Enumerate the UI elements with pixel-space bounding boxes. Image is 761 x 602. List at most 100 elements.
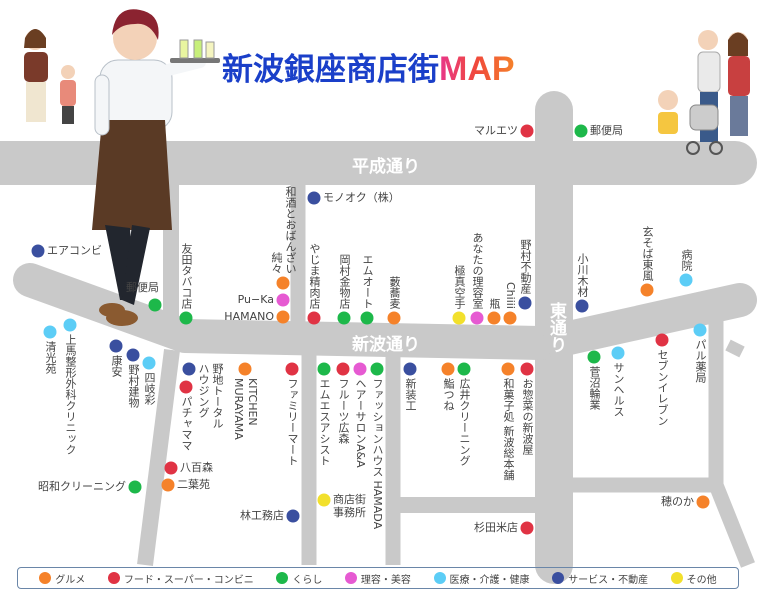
shop-label[interactable]: 郵便局 [126, 281, 159, 294]
shop-label[interactable]: パチャママ [180, 396, 193, 451]
shop-pin-gourmet[interactable] [276, 276, 290, 290]
shop-pin-food[interactable] [520, 521, 534, 535]
shop-pin-service[interactable] [575, 299, 589, 313]
shop-label[interactable]: 穂のか [661, 495, 694, 508]
shop-label[interactable]: 病院 [680, 249, 693, 271]
shop-pin-living[interactable] [337, 311, 351, 325]
shop-label[interactable]: 極真空手 [453, 265, 466, 309]
shop-pin-other[interactable] [317, 493, 331, 507]
shop-label[interactable]: ファミリーマート [286, 378, 299, 466]
shop-pin-living[interactable] [179, 311, 193, 325]
shop-label[interactable]: ヘアーサロンA&A [354, 378, 367, 468]
shop-pin-gourmet[interactable] [501, 362, 515, 376]
shop-pin-service[interactable] [286, 509, 300, 523]
shop-label[interactable]: セブンイレブン [656, 349, 669, 426]
shop-label[interactable]: エムエスアシスト [318, 378, 331, 466]
shop-pin-food[interactable] [336, 362, 350, 376]
shop-label[interactable]: 和酒とおばんざい 純々 [270, 186, 297, 274]
shop-label[interactable]: 上馬整形外科クリニック [64, 334, 77, 455]
shop-pin-living[interactable] [574, 124, 588, 138]
shop-pin-food[interactable] [285, 362, 299, 376]
shop-pin-medical[interactable] [43, 325, 57, 339]
shop-label[interactable]: HAMANO [224, 310, 274, 323]
shop-label[interactable]: マルエツ [474, 124, 518, 137]
shop-pin-gourmet[interactable] [276, 310, 290, 324]
shop-pin-gourmet[interactable] [441, 362, 455, 376]
shop-label[interactable]: Pu−Ka [237, 293, 274, 306]
shop-label[interactable]: 清光苑 [44, 341, 57, 374]
shop-pin-living[interactable] [370, 362, 384, 376]
shop-label[interactable]: エムオート [361, 254, 374, 309]
shop-pin-food[interactable] [179, 380, 193, 394]
shop-label[interactable]: やじま精肉店 [308, 243, 321, 309]
shop-label[interactable]: モノオク（株） [323, 191, 400, 204]
shop-pin-other[interactable] [452, 311, 466, 325]
shop-pin-beauty[interactable] [353, 362, 367, 376]
shop-label[interactable]: 野村建物 [127, 364, 140, 408]
shop-label[interactable]: 岡村金物店 [338, 254, 351, 309]
shop-label[interactable]: サンヘルス [612, 362, 625, 417]
shop-pin-medical[interactable] [611, 346, 625, 360]
shop-label[interactable]: 杉田米店 [474, 521, 518, 534]
shop-pin-medical[interactable] [679, 273, 693, 287]
shop-pin-living[interactable] [587, 350, 601, 364]
shop-pin-gourmet[interactable] [487, 311, 501, 325]
shop-pin-food[interactable] [307, 311, 321, 325]
shop-pin-medical[interactable] [693, 323, 707, 337]
shop-label[interactable]: 小川木材 [576, 253, 589, 297]
shop-pin-gourmet[interactable] [503, 311, 517, 325]
shop-pin-living[interactable] [128, 480, 142, 494]
shop-label[interactable]: 友田タバコ店 [180, 243, 193, 309]
shop-label[interactable]: お惣菜の新波屋 [521, 378, 534, 455]
shop-label[interactable]: 玄そば東風 [641, 226, 654, 281]
shop-label[interactable]: あなたの理容室 [471, 232, 484, 309]
shop-label[interactable]: KITCHEN MURAYAMA [232, 378, 259, 440]
shop-label[interactable]: 昭和クリーニング [38, 480, 126, 493]
shop-label[interactable]: 藪蕎麦 [388, 276, 401, 309]
shop-pin-food[interactable] [655, 333, 669, 347]
shop-pin-gourmet[interactable] [238, 362, 252, 376]
shop-pin-service[interactable] [109, 339, 123, 353]
shop-label[interactable]: 和菓子処 新波総本舗 [502, 378, 515, 481]
shop-label[interactable]: 林工務店 [240, 509, 284, 522]
shop-pin-food[interactable] [520, 124, 534, 138]
shop-pin-gourmet[interactable] [161, 478, 175, 492]
shop-pin-gourmet[interactable] [640, 283, 654, 297]
shop-label[interactable]: 新装工 [404, 378, 417, 411]
shop-label[interactable]: 四岐彩 [143, 372, 156, 405]
shop-label[interactable]: エアコンビ [47, 244, 102, 257]
shop-label[interactable]: 野地トータル ハウジング [197, 363, 224, 429]
shop-pin-gourmet[interactable] [696, 495, 710, 509]
shop-pin-beauty[interactable] [276, 293, 290, 307]
shop-pin-service[interactable] [182, 362, 196, 376]
shop-label[interactable]: フルーツ広森 [337, 378, 350, 444]
shop-label[interactable]: 瓶 [488, 298, 501, 309]
shop-label[interactable]: 野村不動産 [519, 239, 532, 294]
shop-label[interactable]: 八百森 [180, 461, 213, 474]
shop-pin-service[interactable] [403, 362, 417, 376]
shop-pin-service[interactable] [518, 296, 532, 310]
shop-label[interactable]: 郵便局 [590, 124, 623, 137]
shop-label[interactable]: パル薬局 [694, 339, 707, 383]
shop-pin-living[interactable] [457, 362, 471, 376]
shop-pin-living[interactable] [148, 298, 162, 312]
shop-pin-living[interactable] [317, 362, 331, 376]
shop-pin-beauty[interactable] [470, 311, 484, 325]
shop-label[interactable]: 広井クリーニング [458, 378, 471, 466]
shop-pin-service[interactable] [307, 191, 321, 205]
shop-label[interactable]: 康安 [110, 355, 123, 377]
shop-pin-living[interactable] [360, 311, 374, 325]
shop-pin-gourmet[interactable] [387, 311, 401, 325]
shop-label[interactable]: 二葉苑 [177, 478, 210, 491]
shop-pin-service[interactable] [126, 348, 140, 362]
shop-label[interactable]: Chiiii [504, 282, 517, 309]
shop-label[interactable]: 鮨つね [442, 378, 455, 411]
shop-pin-medical[interactable] [142, 356, 156, 370]
shop-pin-service[interactable] [31, 244, 45, 258]
shop-label[interactable]: 菅沼輪業 [588, 366, 601, 410]
shop-pin-food[interactable] [520, 362, 534, 376]
shop-label[interactable]: ファッションハウス HAMADA [371, 378, 384, 530]
shop-pin-food[interactable] [164, 461, 178, 475]
shop-label[interactable]: 商店街 事務所 [333, 493, 366, 519]
shop-pin-medical[interactable] [63, 318, 77, 332]
